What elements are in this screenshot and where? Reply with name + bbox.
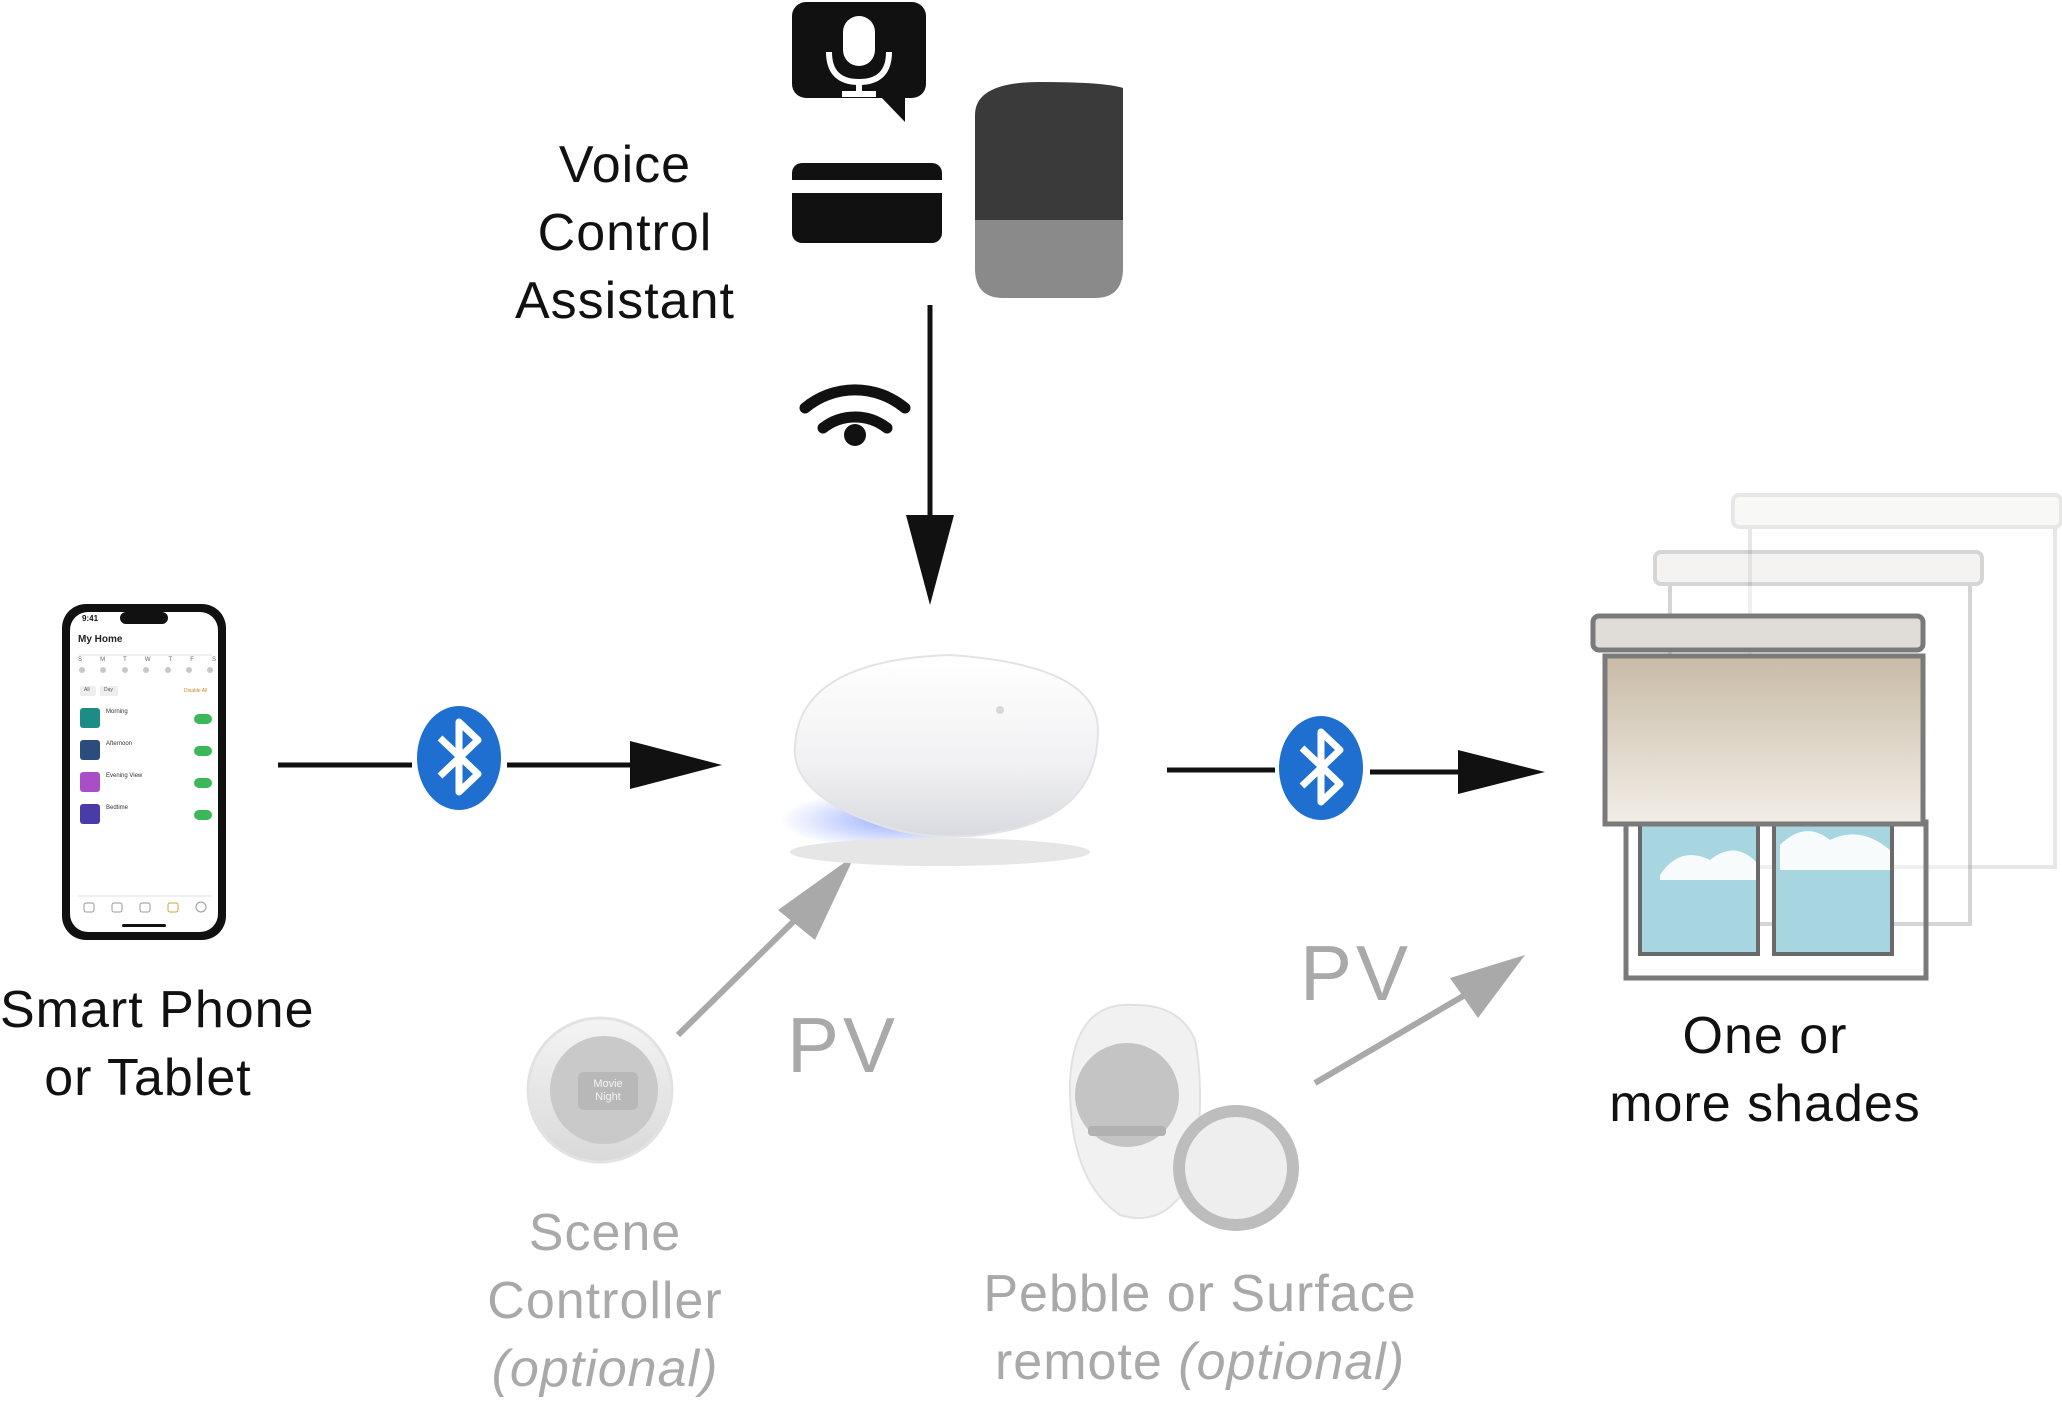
voice-label-line1: Voice [558, 136, 692, 194]
scene-label-optional: (optional) [491, 1340, 719, 1398]
schedule-name: Evening View [106, 773, 143, 779]
shades-label-line2: more shades [1609, 1075, 1921, 1133]
pebble-remote-device [1068, 1003, 1201, 1219]
scene-display-line1: Movie [593, 1078, 623, 1090]
scene-display-line2: Night [595, 1091, 621, 1103]
voice-label: Voice Control Assistant [500, 131, 750, 335]
phone-screen-title: My Home [78, 634, 123, 645]
pebble-label-optional: (optional) [1178, 1333, 1406, 1391]
smart-speaker-icon [975, 82, 1123, 298]
pebble-label-remote: remote [994, 1333, 1179, 1391]
shades-label-line1: One or [1682, 1007, 1848, 1065]
pebble-to-shades-arrow [1313, 955, 1525, 1086]
phone-label: Smart Phone or Tablet [0, 976, 315, 1112]
day-label: W [144, 657, 151, 663]
phone-day-dots [79, 667, 213, 673]
phone-filter-all: All [84, 687, 90, 693]
phone-label-line1: Smart Phone [0, 981, 315, 1039]
scene-label-line1: Scene [528, 1204, 682, 1262]
pebble-remote-label: Pebble or Surface remote (optional) [965, 1260, 1435, 1396]
smartphone [62, 604, 226, 940]
voice-label-line2: Control [537, 204, 713, 262]
phone-day-labels: S M T W T F S [78, 657, 216, 663]
shades-label: One or more shades [1600, 1002, 1930, 1138]
phone-status-time: 9:41 [82, 614, 99, 623]
phone-label-line2: or Tablet [44, 1049, 252, 1107]
bluetooth-icon [1279, 716, 1363, 820]
pebble-label-line1: Pebble or Surface [983, 1265, 1417, 1323]
day-label: S [78, 657, 83, 663]
bluetooth-icon [417, 706, 501, 810]
pv-label-pebble: PV [1300, 929, 1413, 1017]
wifi-icon [799, 384, 911, 446]
scene-display-text: Movie Night [578, 1078, 638, 1104]
scene-to-hub-arrow [675, 855, 855, 1038]
voice-label-line3: Assistant [515, 272, 735, 330]
voice-command-icon [792, 2, 926, 122]
scene-controller-label: Scene Controller (optional) [470, 1199, 740, 1403]
day-label: T [123, 657, 127, 663]
schedule-name: Afternoon [106, 741, 133, 747]
scene-controller-device [526, 1016, 674, 1164]
phone-disable-all: Disable All [184, 688, 208, 694]
pebble-label-line2: remote (optional) [965, 1328, 1435, 1396]
day-label: S [211, 657, 216, 663]
schedule-name: Bedtime [106, 805, 129, 811]
day-label: F [190, 657, 194, 663]
phone-to-hub-arrow [278, 741, 722, 789]
day-label: M [100, 657, 106, 663]
hub-device [780, 653, 1100, 866]
schedule-icons [80, 708, 100, 824]
echo-dot-icon [792, 163, 942, 243]
pv-label-scene: PV [787, 1001, 900, 1089]
day-label: T [168, 657, 173, 663]
schedule-toggles [194, 714, 212, 820]
phone-tab-bar [83, 901, 207, 913]
scene-label-line2: Controller [487, 1272, 723, 1330]
schedule-name: Morning [106, 709, 128, 715]
shade-front [1590, 613, 1929, 981]
voice-to-hub-arrow [906, 305, 954, 605]
surface-remote-device [1173, 1105, 1299, 1231]
phone-filter-day: Day [104, 687, 113, 693]
hub-to-shades-arrow [1167, 750, 1545, 794]
